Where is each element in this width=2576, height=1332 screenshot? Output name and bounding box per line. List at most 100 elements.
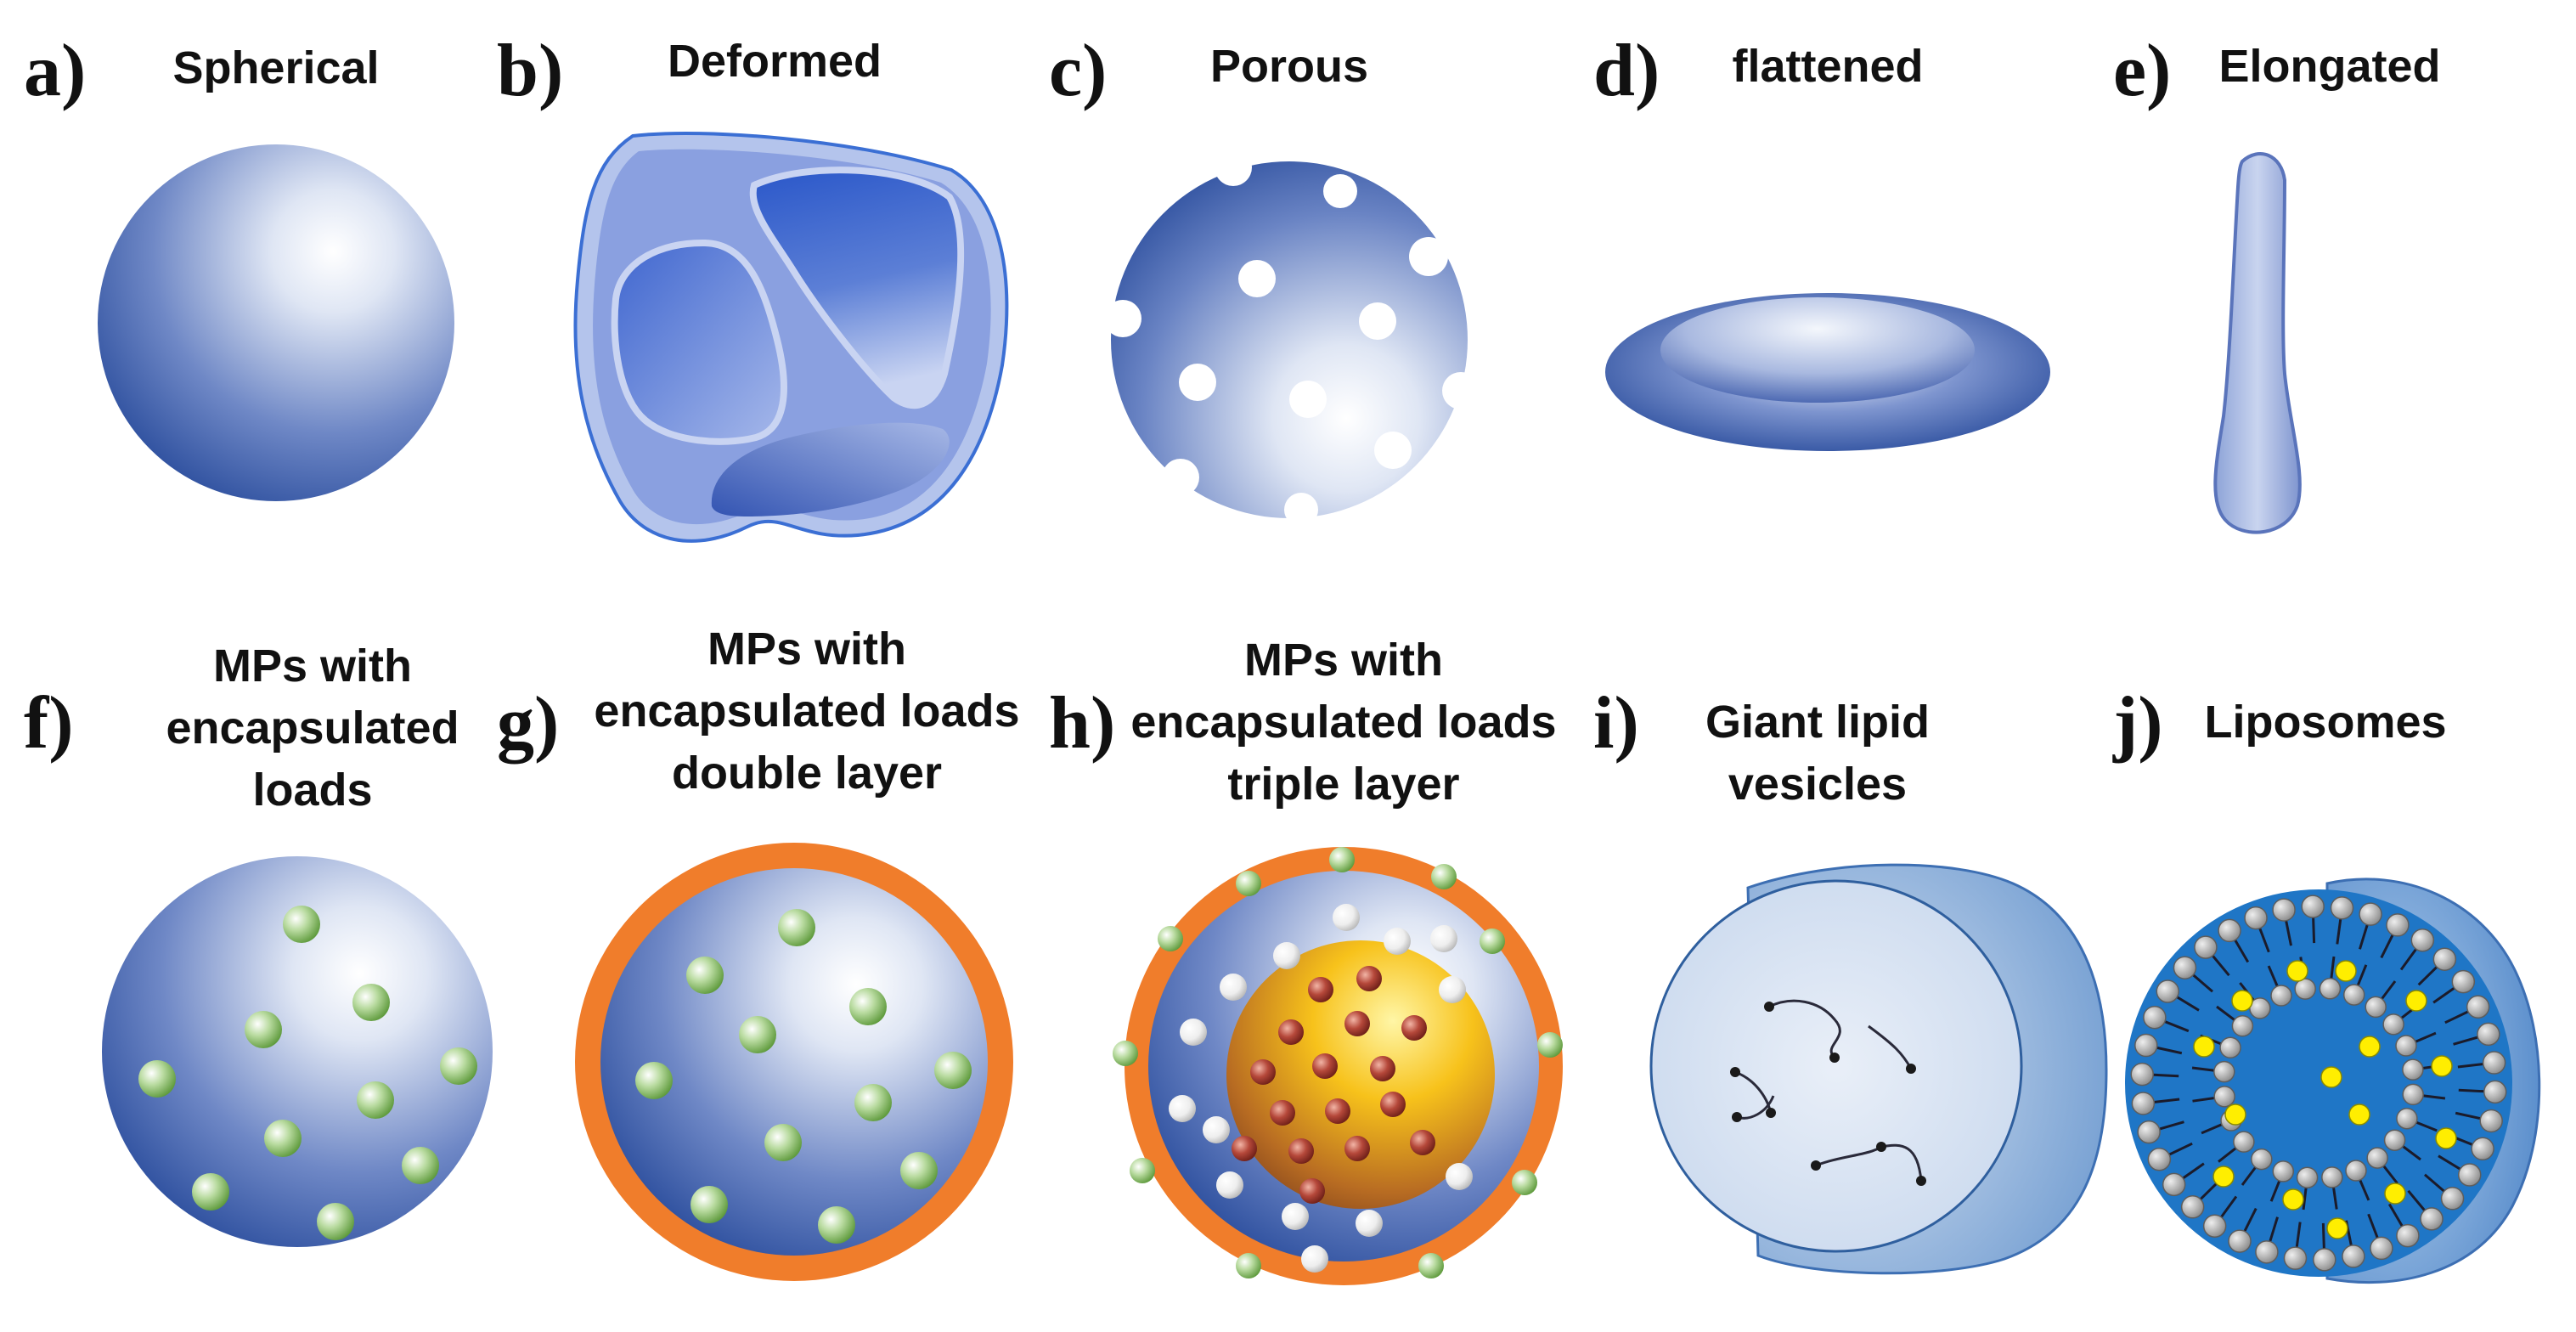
green-load: [264, 1120, 302, 1157]
green-load: [402, 1147, 439, 1184]
green-load: [1431, 864, 1457, 889]
inner-lipid-head: [2219, 1036, 2241, 1059]
outer-lipid-head: [2283, 1246, 2308, 1270]
green-load: [691, 1186, 728, 1223]
outer-lipid-head: [2458, 1163, 2482, 1187]
panel-c-letter: c): [1049, 30, 1107, 112]
outer-lipid-head: [2471, 1137, 2494, 1161]
red-bead: [1250, 1059, 1276, 1085]
red-bead: [1299, 1178, 1325, 1204]
white-load: [1356, 1210, 1383, 1237]
inner-lipid-head: [2296, 1166, 2319, 1188]
inner-lipid-head: [2213, 1060, 2235, 1083]
green-load: [192, 1173, 229, 1211]
red-bead: [1410, 1130, 1435, 1155]
outer-lipid-head: [2194, 935, 2218, 959]
panel-d-label: d) flattened: [1593, 30, 1924, 112]
pore: [1359, 302, 1396, 340]
giant-lipid-vesicle: [1649, 863, 2108, 1275]
inner-lipid-head: [2395, 1035, 2417, 1057]
panel-b-title: Deformed: [668, 36, 882, 87]
elongated-particle: [2213, 152, 2302, 534]
panel-i-title-line-1: Giant lipid: [1705, 697, 1930, 748]
inner-lipid-head: [2233, 1131, 2255, 1153]
green-load: [854, 1084, 892, 1121]
pore: [1323, 174, 1357, 208]
outer-lipid-head: [2440, 1187, 2465, 1211]
red-bead: [1356, 966, 1382, 991]
mp-sphere: [102, 856, 493, 1247]
outer-lipid-head: [2466, 995, 2490, 1019]
panel-f-title-line-2: encapsulated: [166, 703, 459, 753]
outer-lipid-head: [2451, 969, 2476, 994]
green-load: [440, 1047, 477, 1085]
pore: [1284, 493, 1318, 527]
pore: [1162, 459, 1199, 496]
red-bead: [1278, 1019, 1304, 1045]
green-load: [849, 988, 887, 1025]
cargo-dot: [1766, 1108, 1776, 1118]
deformed-particle: [573, 131, 1009, 543]
inner-lipid-head: [2213, 1086, 2235, 1108]
inner-lipid-head: [2383, 1129, 2406, 1151]
panel-f-title-line-3: loads: [252, 765, 372, 816]
green-load: [1158, 926, 1183, 951]
panel-a-title: Spherical: [172, 42, 379, 93]
white-load: [1203, 1116, 1230, 1143]
green-load: [778, 909, 815, 946]
pore: [1289, 381, 1327, 418]
red-bead: [1380, 1092, 1406, 1117]
inner-lipid-head: [2342, 984, 2365, 1006]
flattened-inner-disc: [1660, 297, 1975, 403]
yellow-load: [2286, 960, 2308, 982]
panel-e-label: e) Elongated: [2113, 30, 2441, 112]
green-load: [1329, 847, 1355, 872]
cargo-dot: [1732, 1112, 1742, 1122]
cargo-dot: [1811, 1160, 1821, 1171]
panel-h-label: h) MPs with encapsulated loads triple la…: [1049, 635, 1557, 810]
green-load: [317, 1203, 354, 1240]
panel-f-label: f) MPs with encapsulated loads: [24, 641, 459, 816]
outer-lipid-head: [2359, 902, 2382, 926]
white-load: [1216, 1171, 1243, 1199]
mp-double-layer: [575, 843, 1013, 1281]
panel-f-letter: f): [24, 682, 74, 765]
yellow-load: [2431, 1055, 2453, 1077]
green-load: [635, 1062, 673, 1099]
white-load: [1301, 1245, 1328, 1273]
inner-lipid-head: [2251, 1148, 2273, 1171]
outer-lipid-head: [2482, 1051, 2506, 1075]
deformed-pocket-upper: [749, 166, 965, 409]
red-bead: [1232, 1136, 1257, 1161]
yellow-load: [2359, 1036, 2381, 1058]
green-load: [1113, 1041, 1138, 1066]
inner-lipid-head: [2382, 1013, 2404, 1036]
panel-e-letter: e): [2113, 30, 2171, 112]
cargo-dot: [1730, 1067, 1740, 1077]
inner-lipid-head: [2402, 1058, 2424, 1081]
green-loads: [635, 909, 972, 1244]
porous-particle: [1104, 149, 1480, 527]
panel-h-title-line-2: encapsulated loads: [1130, 697, 1556, 748]
panel-j-label: j) Liposomes: [2112, 682, 2447, 765]
cargo-dots: [1730, 1002, 1926, 1186]
yellow-load: [2384, 1182, 2406, 1205]
outer-lipid-head: [2432, 947, 2457, 971]
panel-h-letter: h): [1049, 682, 1115, 765]
outer-lipid-head: [2396, 1223, 2420, 1248]
outer-lipid-head: [2301, 895, 2325, 918]
outer-lipid-head: [2131, 1092, 2156, 1115]
deformed-pocket-left: [611, 239, 787, 445]
white-load: [1446, 1163, 1473, 1190]
inner-lipid-head: [2231, 1015, 2254, 1037]
pore: [1442, 372, 1480, 409]
red-bead: [1270, 1100, 1295, 1126]
panel-g-title-line-1: MPs with: [707, 624, 906, 674]
red-bead: [1312, 1053, 1338, 1079]
pore: [1179, 364, 1216, 401]
inner-lipid-head: [2319, 978, 2342, 1000]
outer-lipid-head: [2313, 1248, 2336, 1272]
green-loads: [138, 906, 477, 1240]
red-bead: [1325, 1098, 1350, 1124]
white-load: [1384, 928, 1411, 955]
